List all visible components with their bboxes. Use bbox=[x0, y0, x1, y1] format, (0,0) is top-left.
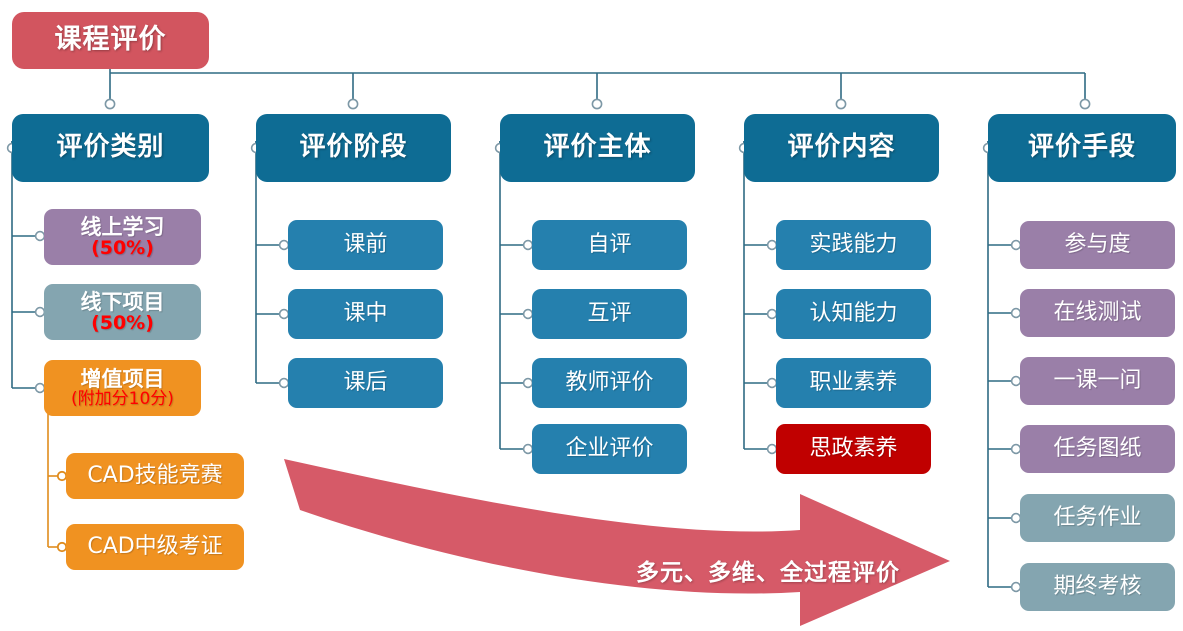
item-label: 职业素养 bbox=[809, 370, 898, 396]
item-label: 认知能力 bbox=[809, 301, 898, 327]
item-final-assessment[interactable]: 期终考核 bbox=[1020, 563, 1175, 611]
item-one-question-per-lesson[interactable]: 一课一问 bbox=[1020, 357, 1175, 405]
item-peer-evaluation[interactable]: 互评 bbox=[532, 289, 687, 339]
item-task-assignment[interactable]: 任务作业 bbox=[1020, 494, 1175, 542]
item-participation[interactable]: 参与度 bbox=[1020, 221, 1175, 269]
column-header-label: 评价主体 bbox=[543, 132, 652, 163]
item-label: 任务作业 bbox=[1053, 505, 1142, 531]
item-value-added-project[interactable]: 增值项目 (附加分10分) bbox=[44, 360, 201, 416]
column-header-evaluation-content[interactable]: 评价内容 bbox=[744, 114, 939, 182]
item-label: 在线测试 bbox=[1053, 300, 1142, 326]
root-title-box[interactable]: 课程评价 bbox=[12, 12, 209, 69]
arrow-caption: 多元、多维、全过程评价 bbox=[636, 560, 900, 586]
item-during-class[interactable]: 课中 bbox=[288, 289, 443, 339]
column-header-evaluation-category[interactable]: 评价类别 bbox=[12, 114, 209, 182]
root-title-label: 课程评价 bbox=[54, 24, 167, 56]
item-bonus: (附加分10分) bbox=[71, 388, 174, 409]
item-label: 自评 bbox=[587, 232, 632, 258]
item-cognitive-ability[interactable]: 认知能力 bbox=[776, 289, 931, 339]
item-label: 一课一问 bbox=[1053, 368, 1142, 394]
item-label: 课前 bbox=[343, 232, 388, 258]
item-professional-literacy[interactable]: 职业素养 bbox=[776, 358, 931, 408]
item-self-evaluation[interactable]: 自评 bbox=[532, 220, 687, 270]
subitem-label: CAD技能竞赛 bbox=[87, 463, 223, 489]
column-header-label: 评价类别 bbox=[56, 132, 165, 163]
item-label: 任务图纸 bbox=[1053, 436, 1142, 462]
subitem-label: CAD中级考证 bbox=[87, 534, 223, 560]
item-label: 线上学习 bbox=[80, 214, 165, 239]
item-label: 教师评价 bbox=[565, 370, 654, 396]
item-practical-ability[interactable]: 实践能力 bbox=[776, 220, 931, 270]
item-teacher-evaluation[interactable]: 教师评价 bbox=[532, 358, 687, 408]
column-header-evaluation-subject[interactable]: 评价主体 bbox=[500, 114, 695, 182]
column-header-label: 评价阶段 bbox=[299, 132, 408, 163]
item-label: 增值项目 bbox=[80, 366, 165, 391]
item-label: 参与度 bbox=[1064, 232, 1131, 258]
item-weight: (50%) bbox=[91, 311, 154, 334]
item-label: 实践能力 bbox=[809, 232, 898, 258]
item-offline-project[interactable]: 线下项目 (50%) bbox=[44, 284, 201, 340]
column-header-evaluation-method[interactable]: 评价手段 bbox=[988, 114, 1176, 182]
column-header-label: 评价手段 bbox=[1027, 132, 1136, 163]
item-label: 期终考核 bbox=[1053, 574, 1142, 600]
item-label: 互评 bbox=[587, 301, 632, 327]
subitem-cad-intermediate-certification[interactable]: CAD中级考证 bbox=[66, 524, 244, 570]
item-before-class[interactable]: 课前 bbox=[288, 220, 443, 270]
column-header-evaluation-stage[interactable]: 评价阶段 bbox=[256, 114, 451, 182]
item-ideological-literacy[interactable]: 思政素养 bbox=[776, 424, 931, 474]
subitem-cad-skill-competition[interactable]: CAD技能竞赛 bbox=[66, 453, 244, 499]
item-enterprise-evaluation[interactable]: 企业评价 bbox=[532, 424, 687, 474]
column-header-label: 评价内容 bbox=[787, 132, 896, 163]
item-online-test[interactable]: 在线测试 bbox=[1020, 289, 1175, 337]
item-label: 线下项目 bbox=[80, 289, 165, 314]
item-after-class[interactable]: 课后 bbox=[288, 358, 443, 408]
item-label: 思政素养 bbox=[809, 436, 898, 462]
item-online-learning[interactable]: 线上学习 (50%) bbox=[44, 209, 201, 265]
item-label: 企业评价 bbox=[565, 436, 654, 462]
item-label: 课后 bbox=[343, 370, 388, 396]
item-weight: (50%) bbox=[91, 236, 154, 259]
item-label: 课中 bbox=[343, 301, 388, 327]
item-task-drawing[interactable]: 任务图纸 bbox=[1020, 425, 1175, 473]
